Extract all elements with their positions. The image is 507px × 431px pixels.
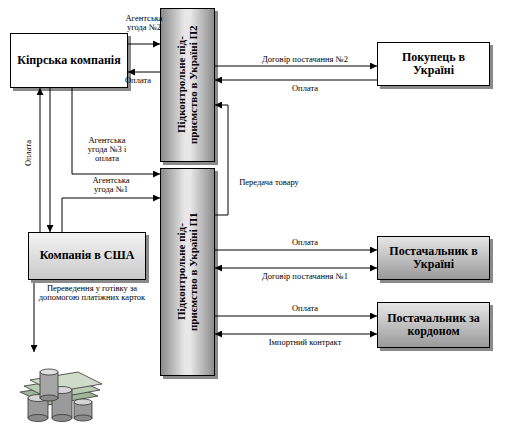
flow-arrow xyxy=(72,88,160,174)
flow-arrow xyxy=(62,198,160,232)
edge-label: Договір постачання №2 xyxy=(240,55,370,64)
flow-arrow xyxy=(128,72,160,73)
flow-arrow xyxy=(215,268,377,269)
node-text: Постачальник в Україні xyxy=(378,243,489,273)
node-text: Покупець в Україні xyxy=(378,49,489,79)
flow-arrow xyxy=(215,316,377,317)
edge-label: Оплата xyxy=(240,238,370,247)
node-text: Підконтрольне під- приємство в Україні П… xyxy=(175,15,199,155)
flow-arrow xyxy=(128,44,160,45)
company-box: Кіпрська компанія xyxy=(10,33,128,88)
supplier-box: Постачальник в Україні xyxy=(377,236,490,280)
edge-label: Агентська угода №3 і оплата xyxy=(82,136,132,163)
subsidiary-bar: Підконтрольне під- приємство в Україні П… xyxy=(160,168,215,376)
edge-label: Передача товару xyxy=(234,178,304,187)
node-text: Кіпрська компанія xyxy=(13,52,124,69)
buyer-box: Покупець в Україні xyxy=(377,42,490,86)
supplier-box: Постачальник за кордоном xyxy=(377,302,490,348)
flow-arrow xyxy=(215,66,377,67)
flow-arrow xyxy=(50,88,51,232)
edge-label: Оплата xyxy=(24,140,33,166)
edge-label: Оплата xyxy=(118,76,158,85)
note-label: Переведення у готівку за допомогою платі… xyxy=(38,284,146,302)
edge-label: Агентська угода №1 xyxy=(88,176,134,194)
company-box: Компанія в США xyxy=(28,232,146,280)
edge-label: Імпортний контракт xyxy=(240,338,370,347)
edge-label: Оплата xyxy=(240,84,370,93)
flow-arrow xyxy=(215,250,377,251)
node-text: Підконтрольне під- приємство в Україні П… xyxy=(175,202,199,342)
edge-label: Агентська угода №2 xyxy=(122,14,166,32)
edge-label: Договір постачання №1 xyxy=(240,272,370,281)
flow-arrow xyxy=(40,88,41,232)
flow-arrow xyxy=(215,334,377,335)
subsidiary-bar: Підконтрольне під- приємство в Україні П… xyxy=(160,8,215,162)
node-text: Компанія в США xyxy=(36,247,139,264)
flow-arrow xyxy=(215,80,377,81)
edge-label: Оплата xyxy=(240,304,370,313)
node-text: Постачальник за кордоном xyxy=(378,310,489,340)
money-illustration xyxy=(20,369,102,422)
flow-arrow xyxy=(215,105,228,215)
cash-out-arrow xyxy=(34,280,35,352)
